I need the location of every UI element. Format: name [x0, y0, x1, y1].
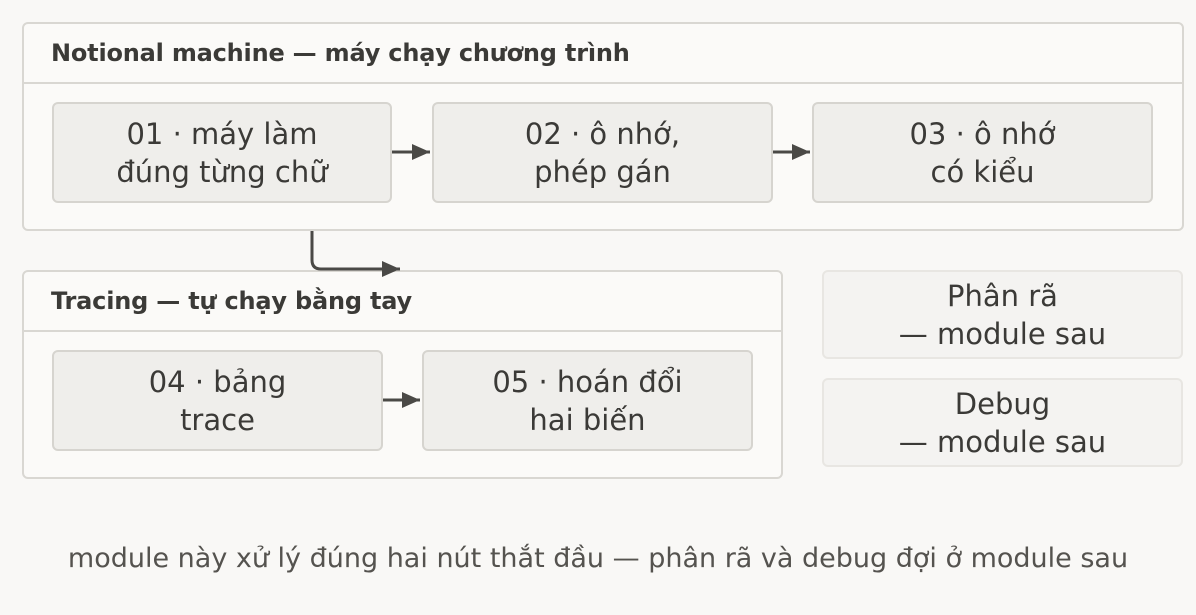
later-decomposition: Phân rã — module sau: [822, 270, 1183, 359]
later-debug: Debug — module sau: [822, 378, 1183, 467]
node-04: 04 · bảng trace: [52, 350, 383, 451]
node-01: 01 · máy làm đúng từng chữ: [52, 102, 392, 203]
node-02: 02 · ô nhớ, phép gán: [432, 102, 773, 203]
arrow-notional-to-tracing: [310, 231, 400, 277]
node-05: 05 · hoán đổi hai biến: [422, 350, 753, 451]
group-notional-machine-title: Notional machine — máy chạy chương trình: [24, 24, 1182, 84]
node-03: 03 · ô nhớ có kiểu: [812, 102, 1153, 203]
footer-caption: module này xử lý đúng hai nút thắt đầu —…: [67, 543, 1129, 574]
group-tracing-title: Tracing — tự chạy bằng tay: [24, 272, 781, 332]
